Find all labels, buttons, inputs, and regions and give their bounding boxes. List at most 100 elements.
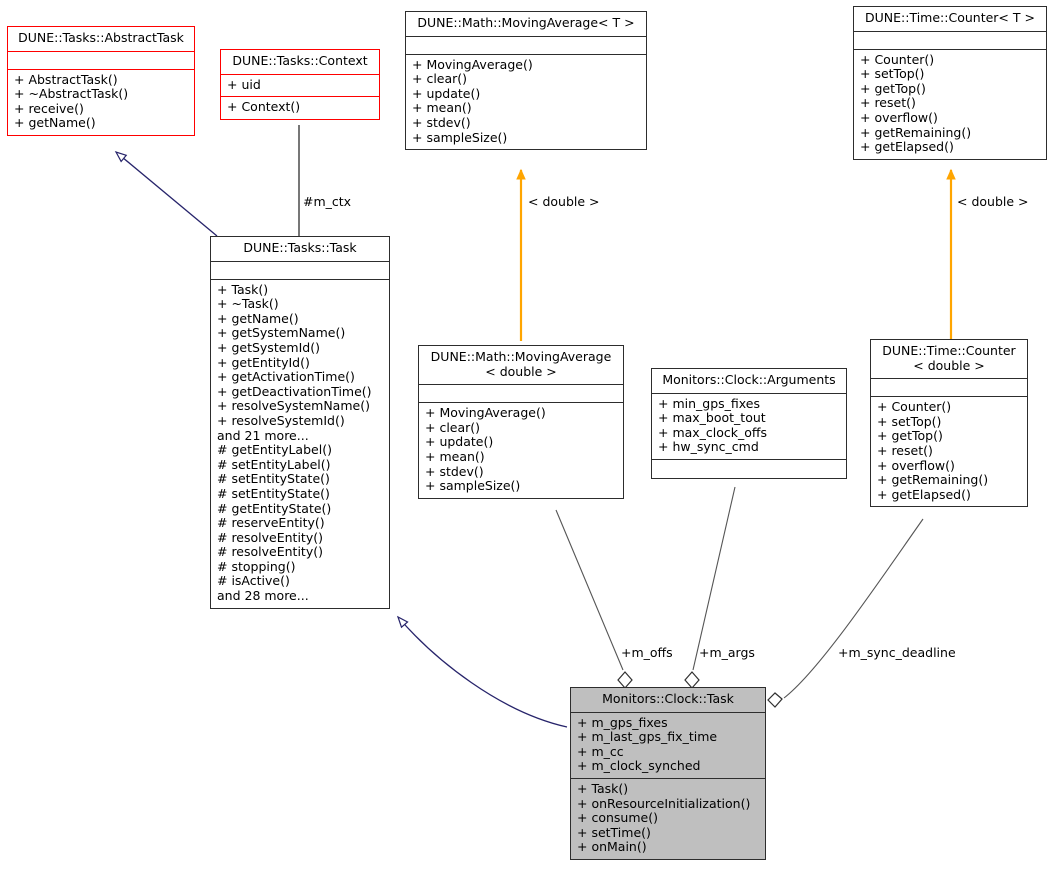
- member-row: + MovingAverage(): [412, 56, 533, 72]
- edge-aggregation-m-sync-deadline: [767, 518, 924, 708]
- edge-aggregation-m-offs: [555, 509, 633, 689]
- edge-label-m-sync-deadline: +m_sync_deadline: [838, 645, 956, 660]
- class-attributes: + uid: [221, 75, 379, 98]
- class-title: DUNE::Tasks::Context: [221, 50, 379, 75]
- class-box-dune-time-counter-double[interactable]: DUNE::Time::Counter < double > + Counter…: [870, 339, 1028, 508]
- edge-inheritance-abstracttask: [114, 150, 218, 237]
- class-methods-empty: [652, 460, 846, 478]
- class-attributes: + min_gps_fixes + max_boot_tout + max_cl…: [652, 394, 846, 460]
- class-title: DUNE::Tasks::AbstractTask: [8, 27, 194, 52]
- class-box-dune-math-movingaverage-t[interactable]: DUNE::Math::MovingAverage< T > + MovingA…: [405, 11, 647, 151]
- member-row: + getTop(): [877, 428, 943, 444]
- member-row: + getSystemId(): [217, 339, 320, 355]
- member-row: + mean(): [425, 448, 485, 464]
- member-row: + getName(): [217, 310, 299, 326]
- class-title: DUNE::Tasks::Task: [211, 237, 389, 262]
- member-row: + setTop(): [860, 66, 925, 82]
- member-row: + resolveSystemId(): [217, 412, 345, 428]
- member-row: + onResourceInitialization(): [577, 795, 751, 811]
- member-row: and 21 more...: [217, 427, 309, 443]
- member-row: + m_cc: [577, 743, 624, 759]
- class-box-dune-tasks-abstracttask[interactable]: DUNE::Tasks::AbstractTask + AbstractTask…: [7, 26, 195, 136]
- member-row: + max_clock_offs: [658, 424, 768, 440]
- member-row: + getRemaining(): [877, 472, 989, 488]
- class-methods: + Task() + ~Task() + getName() + getSyst…: [211, 280, 389, 608]
- member-row: + consume(): [577, 810, 658, 826]
- member-row: + clear(): [425, 419, 481, 435]
- member-row: + min_gps_fixes: [658, 395, 760, 411]
- class-attributes-empty: [8, 52, 194, 70]
- class-attributes-empty: [406, 37, 646, 55]
- member-row: + getEntityId(): [217, 354, 310, 370]
- member-row: + ~Task(): [217, 296, 279, 312]
- class-title: DUNE::Time::Counter < double >: [871, 340, 1027, 380]
- member-row: + reset(): [860, 95, 916, 111]
- class-methods: + Counter() + setTop() + getTop() + rese…: [871, 397, 1027, 506]
- member-row: + m_last_gps_fix_time: [577, 729, 718, 745]
- member-row: + setTime(): [577, 824, 651, 840]
- member-row: + m_gps_fixes: [577, 714, 668, 730]
- member-row: + stdev(): [425, 463, 484, 479]
- class-title: Monitors::Clock::Task: [571, 688, 765, 713]
- class-attributes-empty: [211, 262, 389, 280]
- member-row: + onMain(): [577, 839, 647, 855]
- class-attributes: + m_gps_fixes + m_last_gps_fix_time + m_…: [571, 713, 765, 779]
- member-row: + hw_sync_cmd: [658, 439, 759, 455]
- member-row: + Counter(): [877, 399, 952, 415]
- member-row: + Context(): [227, 99, 301, 115]
- edge-label-m-args: +m_args: [699, 645, 755, 660]
- member-row: + m_clock_synched: [577, 758, 701, 774]
- member-row: + update(): [412, 85, 481, 101]
- member-row: # reserveEntity(): [217, 515, 325, 531]
- class-methods: + Context(): [221, 97, 379, 119]
- member-row: # setEntityLabel(): [217, 456, 331, 472]
- member-row: + sampleSize(): [425, 478, 521, 494]
- member-row: + receive(): [14, 100, 84, 116]
- class-box-dune-math-movingaverage-double[interactable]: DUNE::Math::MovingAverage < double > + M…: [418, 345, 624, 499]
- member-row: + MovingAverage(): [425, 405, 546, 421]
- edge-label-m-ctx: #m_ctx: [303, 194, 352, 209]
- class-attributes-empty: [854, 32, 1046, 50]
- member-row: + Counter(): [860, 51, 935, 67]
- member-row: # resolveEntity(): [217, 544, 323, 560]
- member-row: + resolveSystemName(): [217, 398, 370, 414]
- class-box-monitors-clock-arguments[interactable]: Monitors::Clock::Arguments + min_gps_fix…: [651, 368, 847, 479]
- member-row: # resolveEntity(): [217, 529, 323, 545]
- member-row: + getSystemName(): [217, 325, 346, 341]
- class-methods: + MovingAverage() + clear() + update() +…: [419, 403, 623, 498]
- member-row: + clear(): [412, 71, 468, 87]
- class-title: DUNE::Math::MovingAverage< T >: [406, 12, 646, 37]
- member-row: + setTop(): [877, 413, 942, 429]
- member-row: + getDeactivationTime(): [217, 383, 372, 399]
- member-row: # setEntityState(): [217, 471, 330, 487]
- member-row: # isActive(): [217, 573, 290, 589]
- member-row: + overflow(): [877, 457, 955, 473]
- class-box-dune-time-counter-t[interactable]: DUNE::Time::Counter< T > + Counter() + s…: [853, 6, 1047, 160]
- member-row: + getTop(): [860, 80, 926, 96]
- class-methods: + MovingAverage() + clear() + update() +…: [406, 55, 646, 150]
- class-box-dune-tasks-task[interactable]: DUNE::Tasks::Task + Task() + ~Task() + g…: [210, 236, 390, 609]
- class-box-monitors-clock-task[interactable]: Monitors::Clock::Task + m_gps_fixes + m_…: [570, 687, 766, 860]
- class-box-dune-tasks-context[interactable]: DUNE::Tasks::Context + uid + Context(): [220, 49, 380, 120]
- member-row: # getEntityLabel(): [217, 442, 332, 458]
- class-title: DUNE::Math::MovingAverage < double >: [419, 346, 623, 386]
- member-row: + max_boot_tout: [658, 410, 766, 426]
- member-row: + Task(): [577, 780, 629, 796]
- member-row: + reset(): [877, 442, 933, 458]
- member-row: + mean(): [412, 100, 472, 116]
- member-row: # getEntityState(): [217, 500, 332, 516]
- member-row: + getName(): [14, 115, 96, 131]
- edge-label-template-counter: < double >: [957, 194, 1029, 209]
- member-row: + getActivationTime(): [217, 369, 355, 385]
- class-attributes-empty: [419, 385, 623, 404]
- class-methods: + AbstractTask() + ~AbstractTask() + rec…: [8, 70, 194, 135]
- member-row: # stopping(): [217, 558, 296, 574]
- class-methods: + Task() + onResourceInitialization() + …: [571, 779, 765, 859]
- member-row: + getElapsed(): [877, 486, 971, 502]
- class-attributes-empty: [871, 379, 1027, 398]
- class-title: DUNE::Time::Counter< T >: [854, 7, 1046, 32]
- member-row: + uid: [227, 76, 261, 92]
- edge-inheritance-clocktask: [396, 615, 568, 728]
- member-row: + Task(): [217, 281, 269, 297]
